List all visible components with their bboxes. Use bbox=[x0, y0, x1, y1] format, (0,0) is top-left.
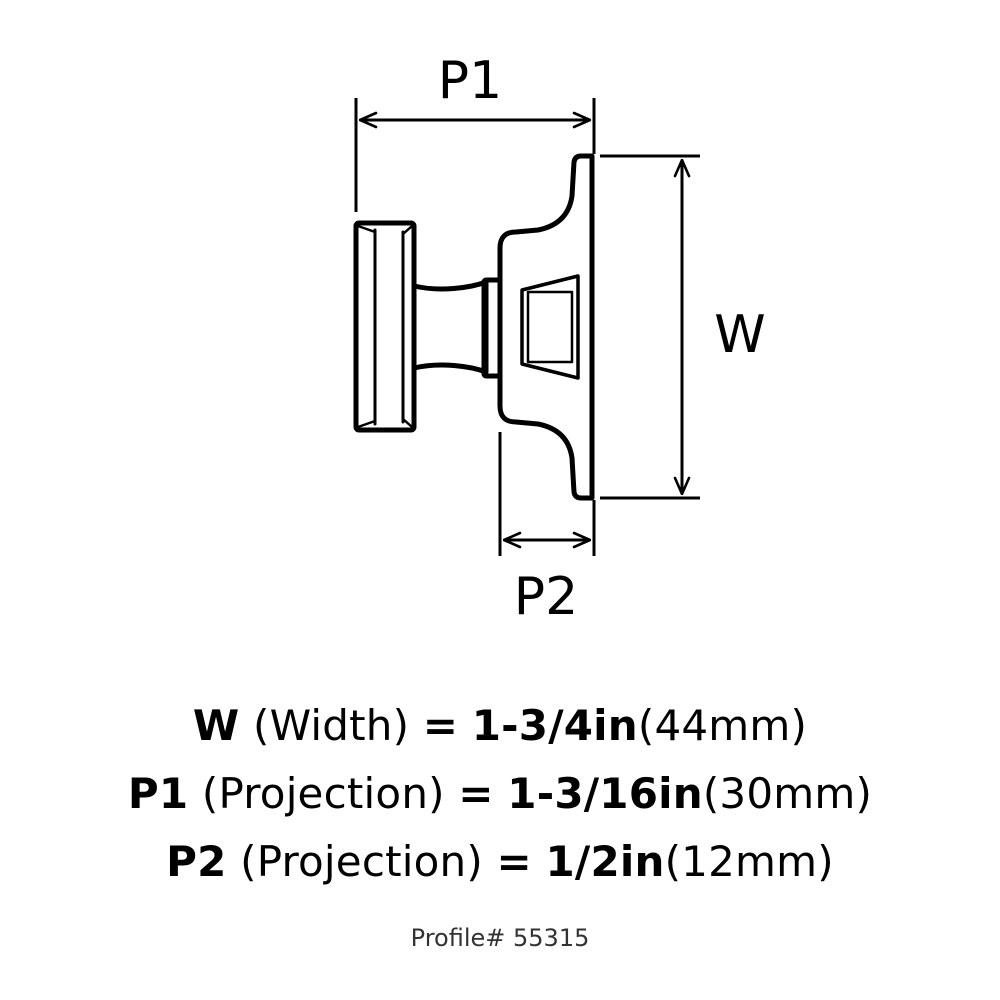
spec-description: (Projection) bbox=[201, 769, 445, 818]
spec-description: (Width) bbox=[252, 701, 410, 750]
cabinet-knob-outline bbox=[353, 153, 595, 501]
spec-width: W (Width) = 1-3/4in(44mm) bbox=[0, 692, 1000, 760]
spec-projection-p1: P1 (Projection) = 1-3/16in(30mm) bbox=[0, 760, 1000, 828]
dimension-specs: W (Width) = 1-3/4in(44mm) P1 (Projection… bbox=[0, 692, 1000, 896]
backplate bbox=[497, 153, 595, 501]
spec-imperial: 1/2in bbox=[545, 837, 665, 886]
spec-key: P1 bbox=[127, 769, 189, 818]
knob-dimension-drawing: P1 W P2 bbox=[353, 51, 766, 627]
spec-equals: = bbox=[458, 769, 494, 818]
spec-metric: (12mm) bbox=[664, 837, 834, 886]
spec-key: P2 bbox=[166, 837, 227, 886]
w-label: W bbox=[714, 305, 765, 365]
dimension-arrows bbox=[360, 120, 682, 540]
profile-number: Profile# 55315 bbox=[410, 924, 590, 952]
p2-label: P2 bbox=[514, 567, 578, 627]
extension-lines bbox=[354, 98, 700, 556]
spec-metric: (30mm) bbox=[702, 769, 873, 818]
spec-projection-p2: P2 (Projection) = 1/2in(12mm) bbox=[0, 828, 1000, 896]
spec-imperial: 1-3/16in bbox=[507, 769, 703, 818]
knob-head bbox=[353, 220, 417, 433]
spec-equals: = bbox=[422, 701, 459, 750]
spec-imperial: 1-3/4in bbox=[471, 701, 638, 750]
p1-label: P1 bbox=[438, 51, 502, 111]
spec-metric: (44mm) bbox=[637, 701, 808, 750]
backplate-inner-pocket bbox=[520, 274, 580, 380]
spec-equals: = bbox=[496, 837, 532, 886]
spec-description: (Projection) bbox=[240, 837, 483, 886]
knob-neck bbox=[411, 279, 489, 375]
spec-key: W bbox=[192, 701, 240, 750]
